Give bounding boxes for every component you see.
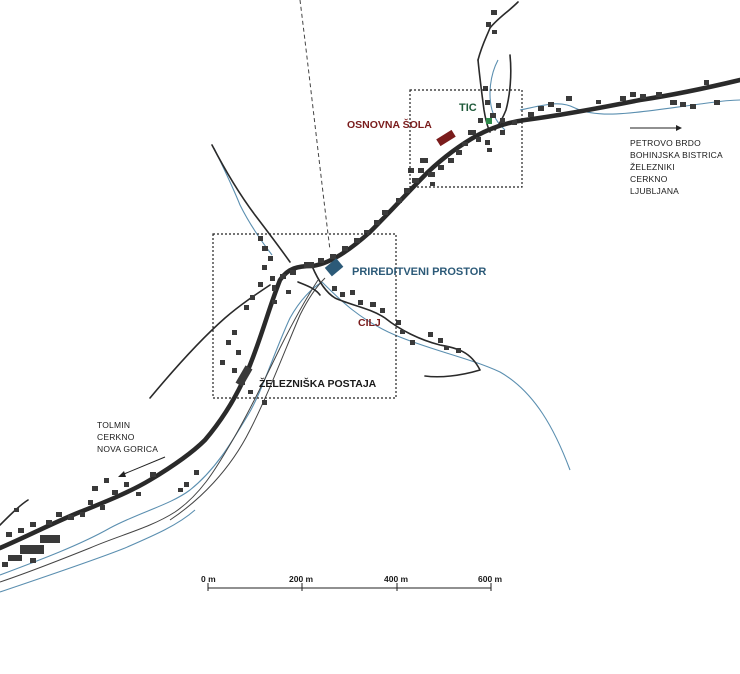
arrow-right-icon xyxy=(676,125,682,131)
scale-bar: 0 m 200 m 400 m 600 m xyxy=(201,574,503,591)
railway xyxy=(0,277,326,583)
dest-east-2: ŽELEZNIKI xyxy=(630,162,675,172)
scale-tick-2: 400 m xyxy=(384,574,409,584)
dest-east-0: PETROVO BRDO xyxy=(630,138,701,148)
dest-west-0: TOLMIN xyxy=(97,420,130,430)
destinations-west: TOLMIN CERKNO NOVA GORICA xyxy=(97,420,166,477)
river-main xyxy=(0,281,323,576)
label-finish: CILJ xyxy=(358,317,381,329)
label-event-venue: PRIREDITVENI PROSTOR xyxy=(352,266,486,278)
dest-east-1: BOHINJSKA BISTRICA xyxy=(630,150,723,160)
rail-line xyxy=(0,279,319,583)
label-station: ŽELEZNIŠKA POSTAJA xyxy=(259,377,377,390)
main-road xyxy=(0,77,740,551)
tic-marker xyxy=(486,118,492,124)
arrow-left-icon xyxy=(118,471,126,477)
dest-east-3: CERKNO xyxy=(630,174,668,184)
minor-roads xyxy=(0,1,519,526)
dest-west-2: NOVA GORICA xyxy=(97,444,158,454)
event-venue-building xyxy=(324,258,344,277)
frame-north xyxy=(409,89,523,188)
dest-east-4: LJUBLJANA xyxy=(630,186,679,196)
label-school: OSNOVNA ŠOLA xyxy=(347,118,432,131)
river-south-loop xyxy=(0,509,196,593)
frame-center xyxy=(212,233,397,399)
rivers xyxy=(0,59,740,593)
label-tic: TIC xyxy=(459,102,477,114)
scale-tick-0: 0 m xyxy=(201,574,216,584)
scale-tick-3: 600 m xyxy=(478,574,503,584)
dest-west-1: CERKNO xyxy=(97,432,135,442)
rail-line-2 xyxy=(169,277,326,521)
river-east-branch xyxy=(321,281,571,471)
scale-tick-1: 200 m xyxy=(289,574,314,584)
destinations-east: PETROVO BRDO BOHINJSKA BISTRICA ŽELEZNIK… xyxy=(630,125,723,196)
dashed-line xyxy=(299,0,331,251)
buildings xyxy=(2,10,720,567)
school-building xyxy=(436,129,456,147)
main-road-path xyxy=(0,77,740,551)
